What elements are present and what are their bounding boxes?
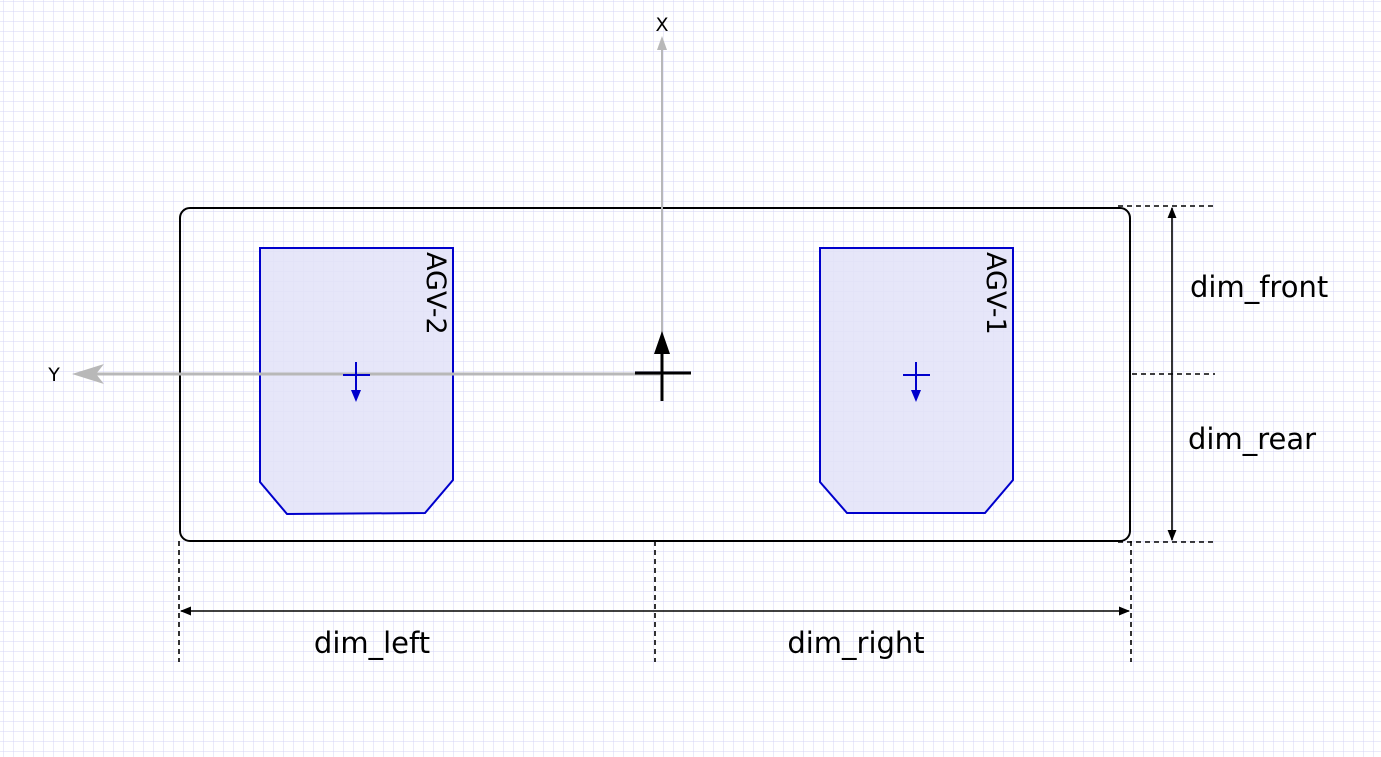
agv-2-center-marker	[343, 362, 370, 402]
x-axis-arrowhead	[657, 36, 667, 50]
dim-left-label: dim_left	[314, 626, 430, 660]
origin-arrowhead	[654, 331, 670, 354]
origin-frame-marker	[635, 331, 691, 401]
x-axis: X	[655, 14, 669, 374]
agv-2-label: AGV-2	[420, 252, 451, 335]
dimension-extension-lines	[178, 205, 1215, 662]
dim-right-label: dim_right	[787, 626, 924, 660]
dim-front-label: dim_front	[1190, 270, 1328, 304]
y-axis: Y	[47, 364, 660, 386]
agv-1-center-marker	[903, 362, 930, 402]
y-axis-label: Y	[47, 364, 60, 386]
x-axis-label: X	[655, 14, 668, 36]
agv-1-label: AGV-1	[980, 252, 1011, 335]
y-axis-arrowhead	[72, 364, 104, 384]
dim-rear-label: dim_rear	[1188, 422, 1316, 456]
